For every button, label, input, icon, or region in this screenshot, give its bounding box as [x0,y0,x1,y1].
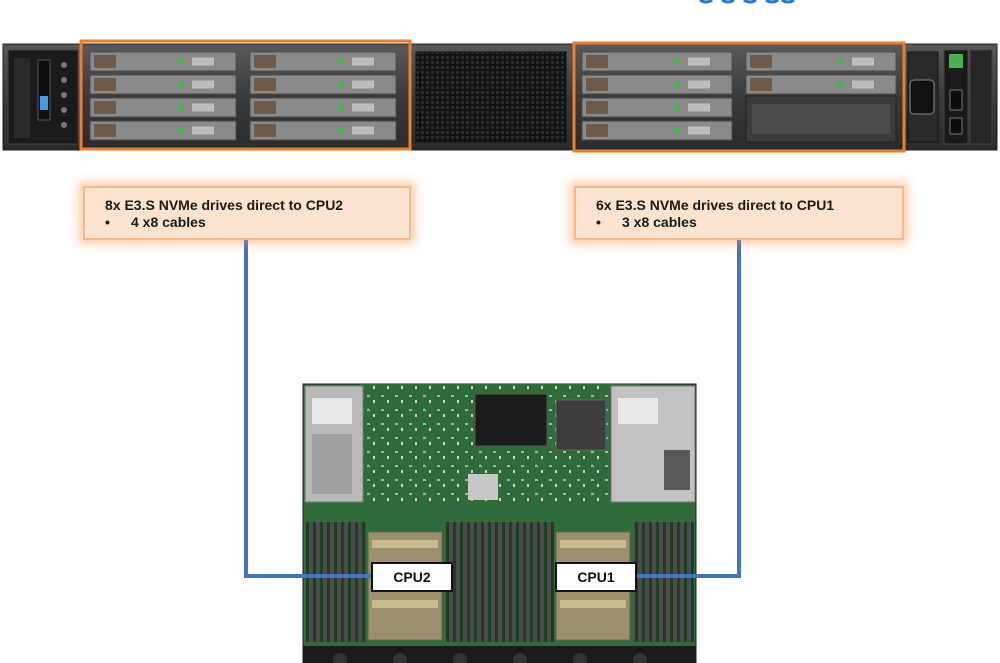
bmc-module [555,399,607,451]
cpu1-drives-callout: 6x E3.S NVMe drives direct to CPU1 •3 x8… [574,186,904,240]
left-drive-bay-4 [89,120,237,141]
motherboard-top-view [302,383,697,663]
cpu2-callout-title: 8x E3.S NVMe drives direct to CPU2 [105,197,344,213]
right-drives-highlight [572,41,906,153]
left-drive-bay-6 [249,74,397,95]
central-module [474,393,548,447]
drive-status-led-icon [838,81,844,88]
left-drive-bay-1 [89,51,237,72]
server-front-panel [2,39,998,153]
drive-latch-icon [94,55,116,68]
left-drives-highlight [79,39,412,151]
drive-status-led-icon [338,104,344,111]
drive-latch-icon [254,101,276,114]
status-led-icon [40,96,48,110]
drive-status-led-icon [674,58,680,65]
left-drive-bay-3 [89,97,237,118]
drive-latch-icon [586,124,608,137]
drive-status-led-icon [338,127,344,134]
cpu2-drives-callout: 8x E3.S NVMe drives direct to CPU2 •4 x8… [83,186,411,240]
left-drive-bay-2 [89,74,237,95]
drive-latch-icon [586,101,608,114]
blank-slot-vent [752,104,890,134]
left-drive-bay-7 [249,97,397,118]
right-drive-bay-group [581,51,897,141]
right-drive-bay-4 [581,120,733,141]
chip-heatspreader [468,474,498,500]
cpu1-callout-bullet: •3 x8 cables [596,214,697,230]
cpu2-callout-bullet: •4 x8 cables [105,214,206,230]
drive-status-led-icon [674,104,680,111]
drive-latch-icon [586,78,608,91]
dimm-bank-center [446,522,554,642]
drive-latch-icon [254,55,276,68]
center-vent-grille [415,51,567,143]
cpu1-cable-line [637,240,741,578]
drive-latch-icon [750,55,772,68]
drive-latch-icon [94,124,116,137]
cpu1-label: CPU1 [555,562,637,592]
dimm-bank-right [634,522,694,642]
drive-status-led-icon [178,58,184,65]
drive-latch-icon [586,55,608,68]
left-drive-bay-5 [249,51,397,72]
right-control-panel [907,49,993,145]
drive-status-led-icon [338,81,344,88]
drive-latch-icon [94,78,116,91]
drive-status-led-icon [178,81,184,88]
right-drive-bay-3 [581,97,733,118]
drive-status-led-icon [838,58,844,65]
cropped-heading-fragment [699,0,795,4]
right-drive-bay-6 [745,74,897,95]
drive-status-led-icon [674,127,680,134]
drive-latch-icon [94,101,116,114]
drive-latch-icon [750,78,772,91]
right-drive-bay-1 [581,51,733,72]
drive-status-led-icon [178,127,184,134]
left-control-panel [7,49,79,145]
right-drive-bay-2 [581,74,733,95]
dimm-bank-left [306,522,366,642]
drive-latch-icon [254,124,276,137]
drive-status-led-icon [338,58,344,65]
drive-status-led-icon [178,104,184,111]
drive-status-led-icon [674,81,680,88]
cpu2-cable-line [244,240,371,578]
power-button-icon [949,54,963,68]
drive-latch-icon [254,78,276,91]
cpu1-callout-title: 6x E3.S NVMe drives direct to CPU1 [596,197,835,213]
left-drive-bay-group [89,51,397,141]
left-drive-bay-8 [249,120,397,141]
vga-port-icon [909,79,935,115]
cpu2-label: CPU2 [371,562,453,592]
right-drive-bay-5 [745,51,897,72]
